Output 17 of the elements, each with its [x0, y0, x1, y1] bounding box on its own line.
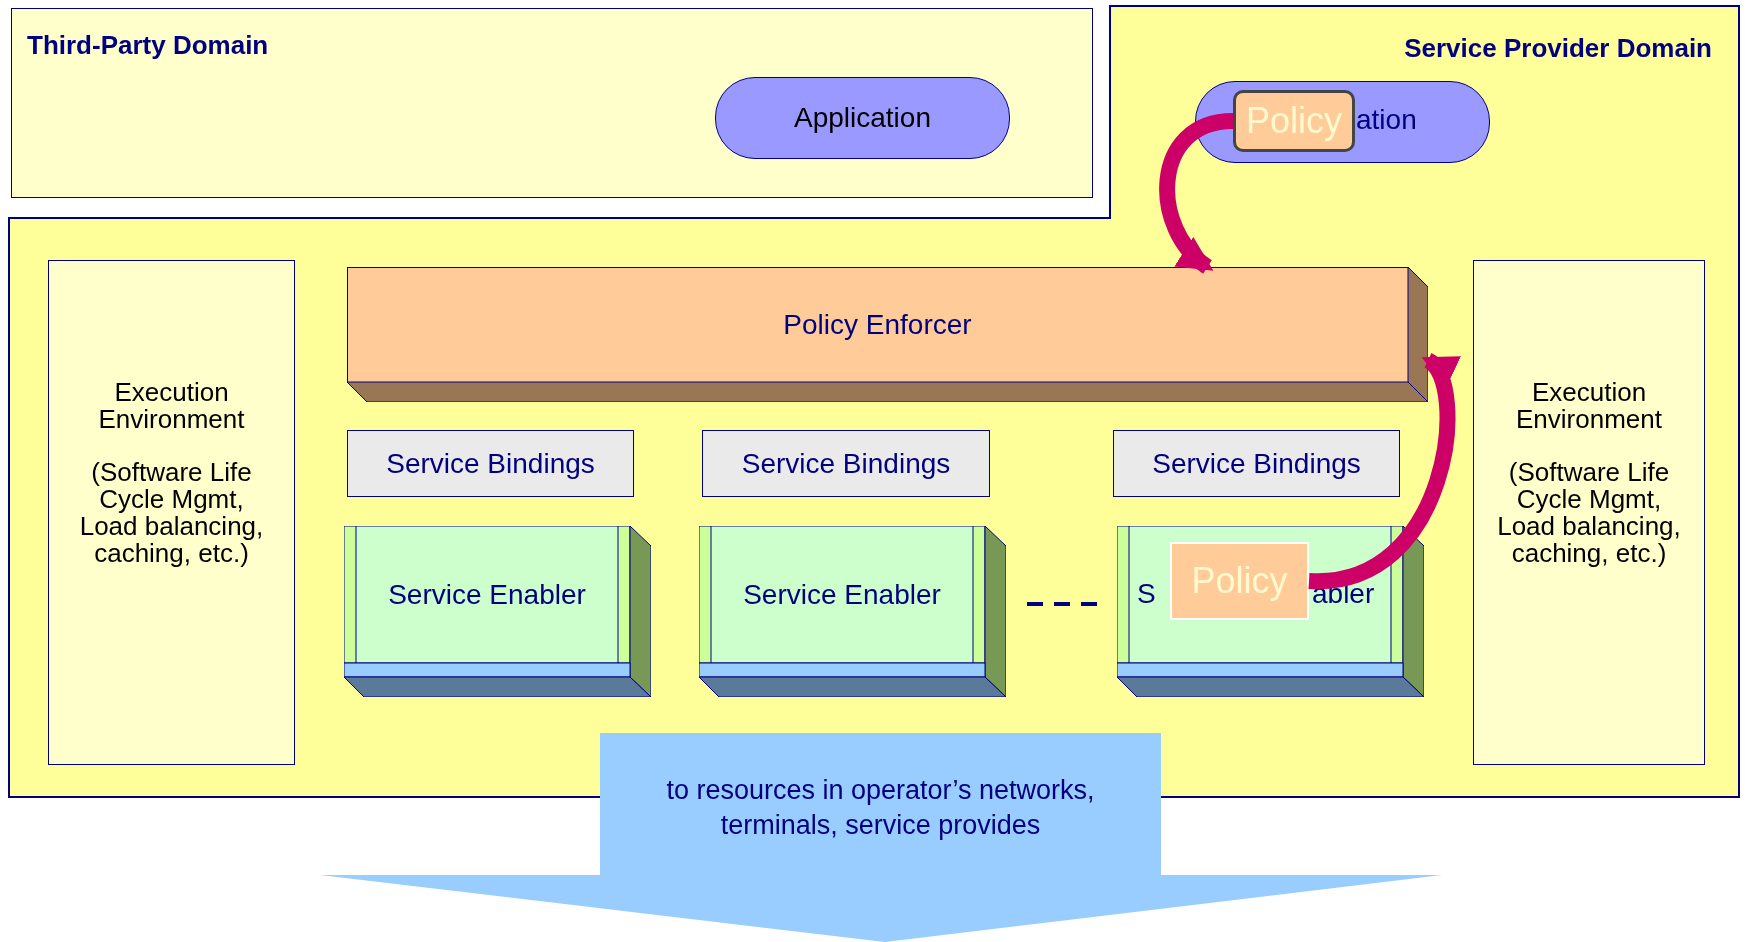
service-bindings-box: Service Bindings	[347, 430, 634, 497]
service-bindings-box: Service Bindings	[1113, 430, 1400, 497]
domain-title: Service Provider Domain	[1404, 32, 1712, 65]
block-label: Service Enabler	[743, 577, 941, 612]
panel-text: (Software Life Cycle Mgmt, Load balancing, caching, etc.)	[1496, 459, 1682, 567]
block-label: S	[1137, 577, 1156, 611]
arrow-text: to resources in operator’s networks, terminals, service provides	[665, 774, 1096, 842]
panel-text: (Software Life Cycle Mgmt, Load balancing, caching, etc.)	[78, 459, 265, 567]
block-label: Policy Enforcer	[783, 307, 972, 342]
domain-title: Third-Party Domain	[27, 29, 269, 62]
service-bindings-box: Service Bindings	[702, 430, 990, 497]
application-pill: Application	[715, 77, 1010, 159]
curved-arrow	[1308, 354, 1461, 589]
pill-label: ation	[1356, 103, 1417, 137]
panel-heading: Execution Environment	[1515, 379, 1663, 433]
block-label: Service Enabler	[388, 577, 586, 612]
panel-heading: Execution Environment	[97, 379, 246, 433]
